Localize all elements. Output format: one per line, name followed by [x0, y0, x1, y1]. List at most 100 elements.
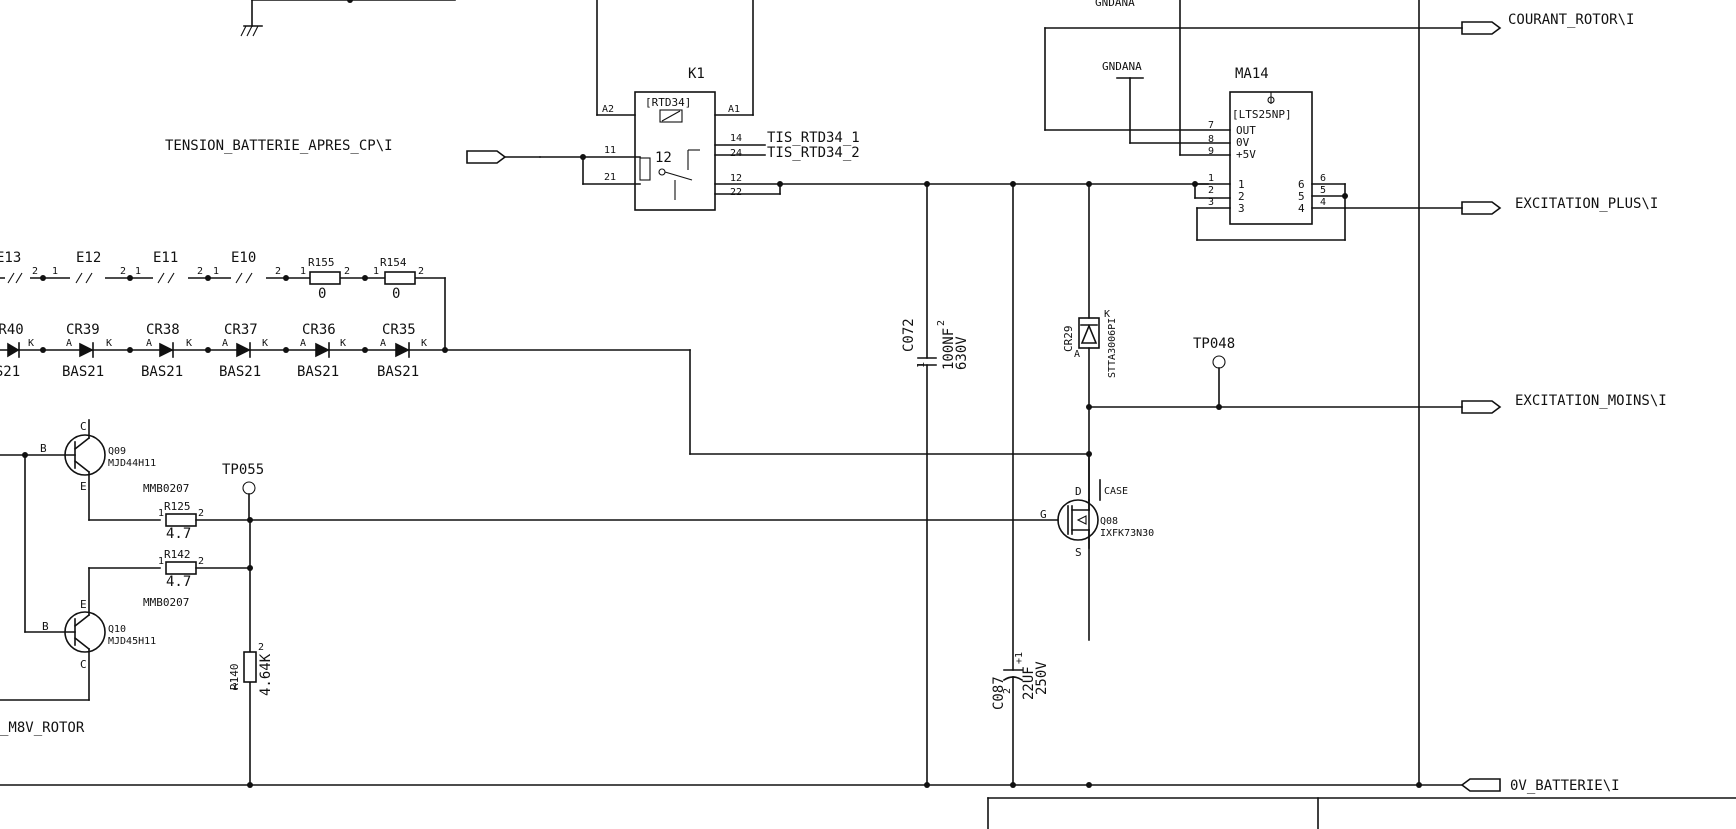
- port-tension-batterie: TENSION_BATTERIE_APRES_CP\I: [165, 138, 541, 164]
- fuse-pin2: 2: [275, 266, 281, 277]
- diode-ref: CR39: [66, 322, 100, 338]
- diode-cr39: CR39 BAS21 A K: [62, 322, 112, 380]
- ma14-pin8: 8: [1208, 134, 1214, 145]
- diode-cr37: CR37 BAS21 A K: [219, 322, 268, 380]
- ma14-5v: +5V: [1236, 148, 1256, 161]
- net-courant-rotor: COURANT_ROTOR\I: [1508, 12, 1634, 28]
- cr29-part: STTA3006PI: [1107, 318, 1118, 378]
- diode-cr36: CR36 BAS21 A K: [297, 322, 346, 380]
- r154-value: 0: [392, 286, 400, 302]
- diode-pin-a: A: [66, 338, 72, 349]
- k1-pin-11: 11: [604, 145, 616, 156]
- fuse-e10: E10 1 2: [213, 250, 281, 284]
- ma14-pin4: 4: [1320, 197, 1326, 208]
- q08-case: CASE: [1104, 486, 1128, 497]
- r140-pin1: 1: [232, 682, 238, 693]
- ma14-part: [LTS25NP]: [1232, 108, 1292, 121]
- diode-chain: [0, 347, 1090, 455]
- net-excitation-moins: EXCITATION_MOINS\I: [1515, 393, 1667, 409]
- k1-pin-24: 24: [730, 148, 742, 159]
- diode-cr40: CR40 BAS21 K: [0, 322, 34, 380]
- r154-pin2: 2: [418, 266, 424, 277]
- transistor-q10: E B C Q10 MJD45H11 _M8V_ROTOR: [0, 454, 161, 736]
- testpoint-tp048: TP048: [1193, 336, 1235, 410]
- fuse-ref: E11: [153, 250, 178, 266]
- cr29-pin-k: K: [1104, 309, 1110, 320]
- c072-pin1: 1: [916, 362, 927, 368]
- k1-pin-a1: A1: [728, 104, 740, 115]
- r140-pin2: 2: [258, 642, 264, 653]
- ma14-ref: MA14: [1235, 66, 1269, 82]
- fuse-e11: E11 1 2: [135, 250, 203, 284]
- k1-pin-12: 12: [730, 173, 742, 184]
- net-excitation-plus: EXCITATION_PLUS\I: [1515, 196, 1658, 212]
- sensor-ma14: MA14 [LTS25NP] OUT 0V +5V 7 8 9 1 2 3 6 …: [1044, 0, 1463, 241]
- net-gndana-top: GNDANA: [1095, 0, 1135, 9]
- r154-pin1: 1: [373, 266, 379, 277]
- diode-pin-k: K: [186, 338, 192, 349]
- rail-ground: [0, 782, 1463, 788]
- k1-pin-22: 22: [730, 187, 742, 198]
- diode-part: BAS21: [219, 364, 261, 380]
- k1-pin-a2: A2: [602, 104, 614, 115]
- diode-pin-k: K: [262, 338, 268, 349]
- diode-ref: CR35: [382, 322, 416, 338]
- resistor-r155: R155 0 1 2: [300, 256, 350, 302]
- c087-rating: 250V: [1034, 661, 1050, 695]
- r142-pin2: 2: [198, 556, 204, 567]
- ma14-pin7: 7: [1208, 120, 1214, 131]
- ma14-pin5-in: 5: [1298, 190, 1305, 203]
- r142-note: MMB0207: [143, 596, 189, 609]
- diode-pin-a: A: [380, 338, 386, 349]
- net-tension-batterie: TENSION_BATTERIE_APRES_CP\I: [165, 138, 393, 154]
- capacitor-c072: C072 100NF 630V 2 1: [901, 183, 970, 786]
- r142-ref: R142: [164, 548, 191, 561]
- r125-value: 4.7: [166, 526, 191, 542]
- diode-pin-a: A: [300, 338, 306, 349]
- q08-part: IXFK73N30: [1100, 528, 1154, 539]
- r155-ref: R155: [308, 256, 335, 269]
- diode-ref: CR37: [224, 322, 258, 338]
- c087-value: 22UF: [1021, 666, 1037, 700]
- resistor-r140: R140 4.64K 1 2: [228, 642, 274, 696]
- c087-pin2: 2: [1002, 688, 1013, 694]
- net-m8v-rotor: _M8V_ROTOR: [0, 720, 85, 736]
- diode-pin-a: A: [222, 338, 228, 349]
- tp055-ref: TP055: [222, 462, 264, 478]
- diode-part: BAS21: [297, 364, 339, 380]
- r142-pin1: 1: [158, 556, 164, 567]
- ma14-out: OUT: [1236, 124, 1256, 137]
- diode-part: BAS21: [141, 364, 183, 380]
- port-courant-rotor: COURANT_ROTOR\I: [1461, 12, 1634, 35]
- ma14-pin1: 1: [1208, 173, 1214, 184]
- diode-part: BAS21: [377, 364, 419, 380]
- r155-pin1: 1: [300, 266, 306, 277]
- transistor-q09: C B E Q09 MJD44H11: [0, 419, 161, 521]
- tp048-ref: TP048: [1193, 336, 1235, 352]
- fuse-ref: E13: [0, 250, 21, 266]
- capacitor-c087: C087 22UF 250V 2 +1: [991, 183, 1050, 786]
- fuse-pin1: 1: [135, 266, 141, 277]
- ma14-pin3-in: 3: [1238, 202, 1245, 215]
- diode-cr35: CR35 BAS21 A K: [377, 322, 427, 380]
- ground-symbol-topleft: [240, 0, 456, 37]
- diode-ref: CR40: [0, 322, 24, 338]
- diode-pin-k: K: [340, 338, 346, 349]
- q08-pin-d: D: [1075, 485, 1082, 498]
- net-tis-rtd34-1: TIS_RTD34_1: [767, 130, 860, 146]
- c087-pin1: +1: [1014, 652, 1025, 664]
- k1-pin-21: 21: [604, 172, 616, 183]
- resistor-r125: R125 4.7 MMB0207 1 2: [143, 482, 251, 542]
- ma14-pin2-in: 2: [1238, 190, 1245, 203]
- q10-part: MJD45H11: [108, 636, 156, 647]
- q08-pin-g: G: [1040, 508, 1047, 521]
- ma14-pin4-in: 4: [1298, 202, 1305, 215]
- cr29-ref: CR29: [1062, 326, 1075, 353]
- resistor-r142: R142 4.7 MMB0207 1 2: [143, 548, 251, 609]
- fuse-pin2: 2: [197, 266, 203, 277]
- fuse-e12: E12 1 2: [52, 250, 126, 284]
- diode-ref: CR38: [146, 322, 180, 338]
- diode-ref: CR36: [302, 322, 336, 338]
- q10-pin-e: E: [80, 598, 87, 611]
